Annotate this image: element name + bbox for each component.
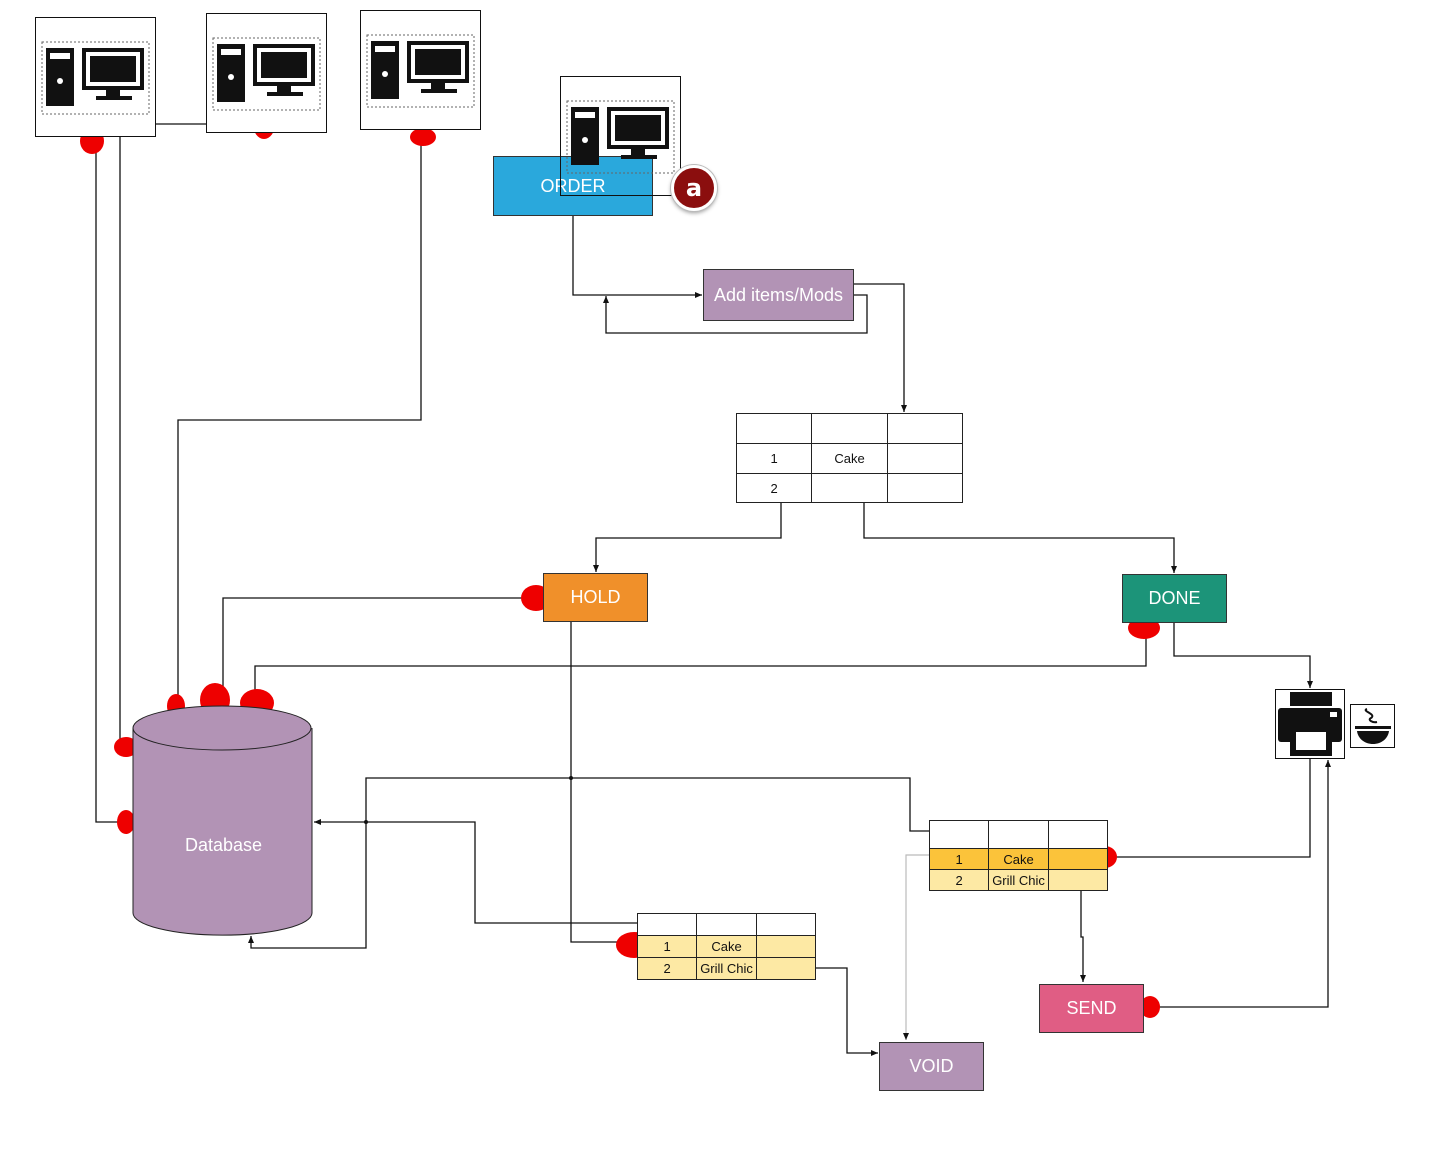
annotation-badge[interactable]: a [671, 165, 717, 211]
database-label: Database [185, 835, 263, 855]
connector-sendtable-db [248, 777, 929, 949]
table-cell: 2 [636, 957, 698, 980]
table-cell [756, 957, 816, 980]
terminal-3[interactable] [360, 10, 481, 130]
table-cell [1048, 869, 1108, 891]
table-cell: 2 [735, 473, 813, 503]
annotation-mark [117, 810, 135, 834]
table-cell [756, 935, 816, 958]
table-row[interactable]: 2 Grill Chic [636, 957, 816, 980]
connector-order-additems [572, 216, 702, 298]
table-cell: Cake [696, 935, 757, 958]
connector-table-hold [593, 502, 782, 572]
terminal-1[interactable] [35, 17, 156, 137]
connector-done-db [252, 625, 1147, 712]
annotation-mark [114, 737, 138, 757]
annotation-mark [1140, 996, 1160, 1018]
computer-terminal-icon [212, 37, 321, 111]
table-cell [988, 820, 1049, 849]
table-cell [756, 913, 816, 936]
connector-additems-loop [603, 294, 868, 334]
database-cylinder [132, 705, 313, 936]
kitchen-display[interactable] [1350, 704, 1395, 748]
table-cell [886, 473, 964, 503]
table-row[interactable]: 1 Cake [636, 935, 816, 958]
add-items-node[interactable]: Add items/Mods [703, 269, 854, 321]
done-node[interactable]: DONE [1122, 574, 1227, 623]
table-cell [811, 413, 888, 444]
table-cell [886, 443, 964, 474]
connector-send-printer [1143, 760, 1331, 1008]
table-row[interactable]: 2 Grill Chic [928, 869, 1108, 891]
table-cell [811, 473, 888, 503]
table-cell: 2 [928, 869, 990, 891]
connector-printer-sendtable [1108, 758, 1311, 860]
annotation-mark [410, 128, 436, 146]
connector-terminal3-db [175, 134, 422, 712]
connector-holdtable-void [815, 967, 878, 1056]
table-cell: Cake [988, 848, 1049, 870]
printer[interactable] [1275, 689, 1345, 759]
printer-icon [1278, 692, 1342, 756]
table-cell: Grill Chic [988, 869, 1049, 891]
terminal-4[interactable] [560, 76, 681, 196]
connector-hold-db [220, 597, 540, 712]
connector-additems-table [854, 283, 907, 412]
terminal-2[interactable] [206, 13, 327, 133]
table-cell [1048, 848, 1108, 870]
table-cell [928, 820, 990, 849]
connector-terminal2-db [119, 124, 132, 746]
send-node[interactable]: SEND [1039, 984, 1144, 1033]
table-row[interactable]: 1 Cake [928, 848, 1108, 870]
computer-terminal-icon [41, 41, 150, 115]
connectors [95, 123, 1331, 1056]
connector-terminal1-db [95, 136, 132, 823]
table-cell [886, 413, 964, 444]
connector-holdtable-db [314, 819, 637, 924]
table-cell: 1 [735, 443, 813, 474]
table-cell [1048, 820, 1108, 849]
table-cell: Grill Chic [696, 957, 757, 980]
kitchen-bowl-icon [1355, 708, 1391, 744]
connector-done-printer [1173, 623, 1313, 688]
order-items-table: 1 Cake 2 [735, 413, 964, 503]
connector-table-done [863, 502, 1177, 573]
table-cell: 1 [928, 848, 990, 870]
table-cell [696, 913, 757, 936]
void-node[interactable]: VOID [879, 1042, 984, 1091]
connector-sendtable-void [903, 854, 929, 1040]
computer-terminal-icon [366, 34, 475, 108]
connector-sendtable-send [1080, 890, 1086, 982]
order-node[interactable]: ORDER [493, 156, 653, 216]
hold-node[interactable]: HOLD [543, 573, 648, 622]
send-items-table: 1 Cake 2 Grill Chic [928, 820, 1108, 891]
computer-terminal-icon [566, 100, 675, 174]
junction-dot [364, 820, 368, 824]
hold-items-table: 1 Cake 2 Grill Chic [636, 913, 816, 980]
connector-hold-table [570, 622, 636, 945]
table-cell: 1 [636, 935, 698, 958]
junction-dot [569, 776, 573, 780]
table-cell [636, 913, 698, 936]
table-cell: Cake [811, 443, 888, 474]
table-cell [735, 413, 813, 444]
